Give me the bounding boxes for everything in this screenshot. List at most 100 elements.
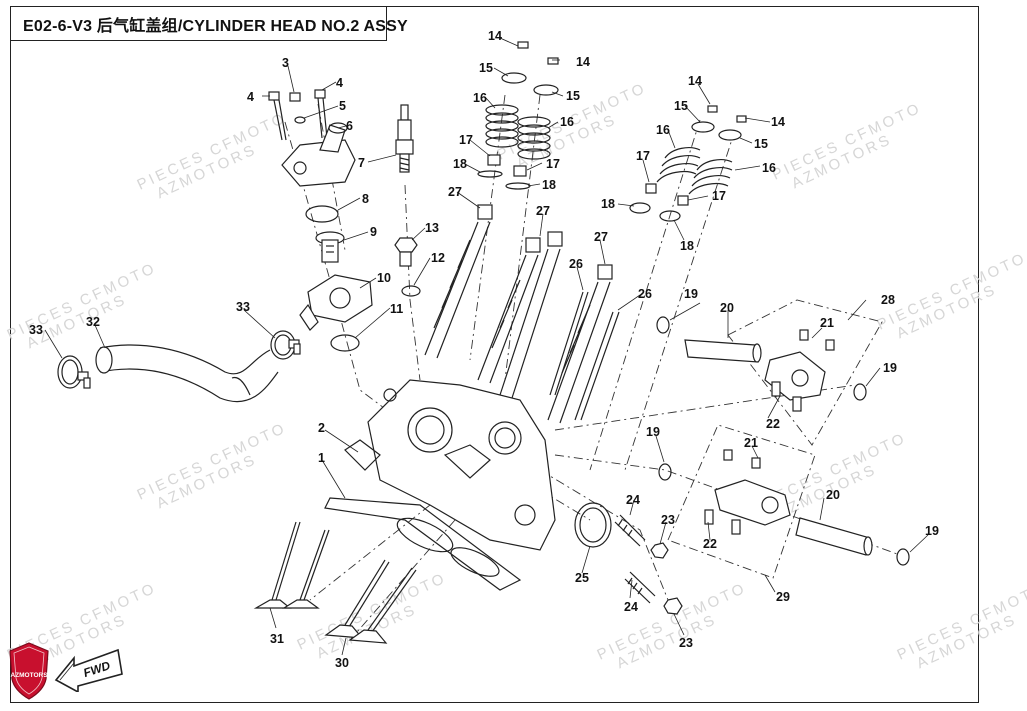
callout-17: 17: [546, 157, 560, 171]
spring-retainer-15: [691, 121, 715, 133]
callout-33: 33: [236, 300, 250, 314]
callout-29: 29: [776, 590, 790, 604]
nut-3: [289, 92, 301, 102]
valve-31: [253, 521, 301, 609]
callout-32: 32: [86, 315, 100, 329]
spring-seat-18: [505, 182, 531, 190]
callout-14: 14: [688, 74, 702, 88]
head-bolt-27: [477, 237, 541, 384]
head-gasket-1: [324, 497, 522, 591]
callout-14: 14: [576, 55, 590, 69]
callout-2: 2: [318, 421, 325, 435]
callout-4: 4: [247, 90, 254, 104]
valve-seal-17: [645, 183, 657, 194]
valve-spring-16: [517, 116, 551, 160]
rocker-shaft-20: [684, 339, 762, 363]
callout-17: 17: [459, 133, 473, 147]
valve-keeper-14: [736, 115, 747, 123]
adjuster-screw-21: [799, 329, 809, 341]
callout-16: 16: [560, 115, 574, 129]
rocker-arm-28: [764, 329, 835, 412]
cylinder-head-2: [344, 379, 556, 551]
spring-seat-18: [477, 170, 503, 178]
callout-27: 27: [448, 185, 462, 199]
callout-15: 15: [754, 137, 768, 151]
thermostat-cover-6: [281, 122, 356, 187]
callout-28: 28: [881, 293, 895, 307]
callout-20: 20: [720, 301, 734, 315]
callout-24: 24: [626, 493, 640, 507]
callout-5: 5: [339, 99, 346, 113]
rocker-arm-box-28: [727, 299, 883, 446]
watermark-line1: PIECES CFMOTO: [595, 579, 750, 663]
adjuster-screw-21: [751, 457, 761, 469]
o-ring-11: [330, 334, 360, 352]
bolt-4-right: [314, 89, 328, 139]
o-ring-25: [574, 502, 612, 548]
callout-10: 10: [377, 271, 391, 285]
callout-18: 18: [542, 178, 556, 192]
callout-19: 19: [925, 524, 939, 538]
valve-spring-group-right: [629, 105, 747, 222]
head-bolts: [424, 204, 620, 424]
valve-seal-17: [513, 165, 527, 177]
head-bolt-27: [424, 204, 493, 359]
callout-19: 19: [684, 287, 698, 301]
callout-13: 13: [425, 221, 439, 235]
valve-31: [281, 529, 330, 609]
diagram-frame: [10, 6, 979, 703]
callout-30: 30: [335, 656, 349, 670]
rocker-shaft-20: [795, 517, 873, 556]
callout-15: 15: [479, 61, 493, 75]
callout-18: 18: [453, 157, 467, 171]
valve-spring-16: [485, 104, 519, 148]
plug-13: [394, 237, 418, 267]
o-ring-8: [305, 205, 339, 223]
callout-18: 18: [680, 239, 694, 253]
rocker-arm-box-29: [667, 424, 816, 579]
callout-20: 20: [826, 488, 840, 502]
diagram-title: E02-6-V3 后气缸盖组/CYLINDER HEAD NO.2 ASSY: [10, 6, 408, 41]
callout-21: 21: [820, 316, 834, 330]
callout-22: 22: [766, 417, 780, 431]
callout-27: 27: [594, 230, 608, 244]
callout-33: 33: [29, 323, 43, 337]
adjuster-screw-21: [825, 339, 835, 351]
valve-spring-group-left: [477, 41, 559, 190]
valve-seal-17: [487, 154, 501, 166]
washer-19: [656, 316, 670, 334]
callout-16: 16: [473, 91, 487, 105]
callout-15: 15: [566, 89, 580, 103]
callout-6: 6: [346, 119, 353, 133]
spring-retainer-15: [501, 72, 527, 84]
spring-seat-18: [659, 210, 681, 222]
valve-30: [348, 567, 417, 644]
callout-25: 25: [575, 571, 589, 585]
hose-clamp-33-left: [57, 355, 91, 389]
callout-8: 8: [362, 192, 369, 206]
brand-logo-text: AZMOTORS: [10, 672, 48, 679]
stud-26: [549, 291, 589, 396]
rocker-arm-29: [704, 449, 791, 535]
adjuster-nut-22: [792, 396, 802, 412]
callout-17: 17: [712, 189, 726, 203]
callout-7: 7: [358, 156, 365, 170]
adjuster-screw-21: [723, 449, 733, 461]
stud-24: [614, 514, 646, 547]
spark-plug-7: [395, 104, 414, 173]
valve-spring-16: [688, 159, 733, 195]
watermark-line1: PIECES CFMOTO: [135, 109, 290, 193]
stud-26: [574, 311, 620, 421]
washer-19: [896, 548, 910, 566]
callout-14: 14: [771, 115, 785, 129]
callout-16: 16: [762, 161, 776, 175]
valve-keeper-14: [547, 57, 559, 65]
callout-1: 1: [318, 451, 325, 465]
valve-30: [324, 559, 390, 639]
washer-19: [658, 463, 672, 481]
callout-27: 27: [536, 204, 550, 218]
callout-22: 22: [703, 537, 717, 551]
callout-19: 19: [646, 425, 660, 439]
adjuster-nut-22: [704, 509, 714, 525]
washer-12: [401, 285, 421, 297]
